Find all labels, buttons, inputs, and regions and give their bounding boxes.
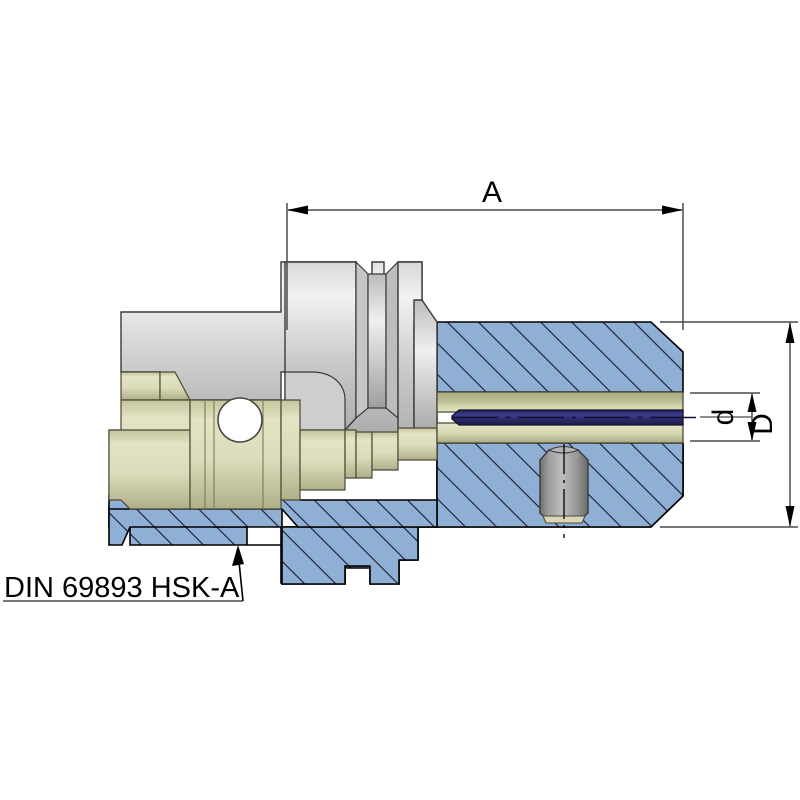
khaki-neck-c (355, 431, 373, 479)
flange-groove-floor (367, 273, 387, 409)
note-leader-arrow (232, 545, 244, 566)
dim-A-label: A (482, 176, 502, 209)
set-screw (539, 444, 589, 538)
dimension-A: A (286, 176, 684, 330)
khaki-neck-d (371, 431, 399, 471)
flange-groove-right-wall (385, 260, 399, 420)
flange-shoulder (413, 299, 438, 444)
tool-bore-lower (436, 422, 684, 444)
tool-shank-body (451, 409, 684, 426)
body-upper-section (436, 321, 684, 393)
dim-D-arrow-bot (785, 506, 795, 527)
hsk-flange (284, 260, 438, 444)
khaki-rim-upper-left (120, 371, 161, 401)
dim-d-label: d (707, 409, 740, 426)
dim-D-label: D (746, 413, 779, 435)
khaki-shank-step (280, 399, 301, 501)
dim-d-arrow-top (747, 393, 757, 412)
standard-note-text: DIN 69893 HSK-A (4, 572, 240, 604)
tool-bore (436, 391, 684, 444)
dim-A-arrow-left (287, 205, 308, 215)
dim-d-arrow-bot (747, 422, 757, 441)
dim-D-arrow-top (785, 322, 795, 343)
khaki-neck-segments (299, 427, 438, 491)
dimension-D: D (660, 321, 798, 528)
khaki-shank-outer (108, 429, 191, 510)
tool-bore-upper (436, 391, 684, 413)
set-screw-seat (542, 515, 586, 524)
dimension-d: d (690, 392, 760, 442)
tool-shank (451, 409, 700, 426)
khaki-neck-a (299, 429, 346, 491)
dim-A-arrow-right (662, 205, 683, 215)
standard-note: DIN 69893 HSK-A (3, 545, 244, 604)
coolant-hole (217, 397, 263, 443)
hsk-internal-khaki (108, 371, 301, 510)
khaki-neck-b (344, 429, 357, 479)
flange-groove-left-wall (355, 260, 369, 420)
khaki-neck-e (397, 427, 438, 461)
